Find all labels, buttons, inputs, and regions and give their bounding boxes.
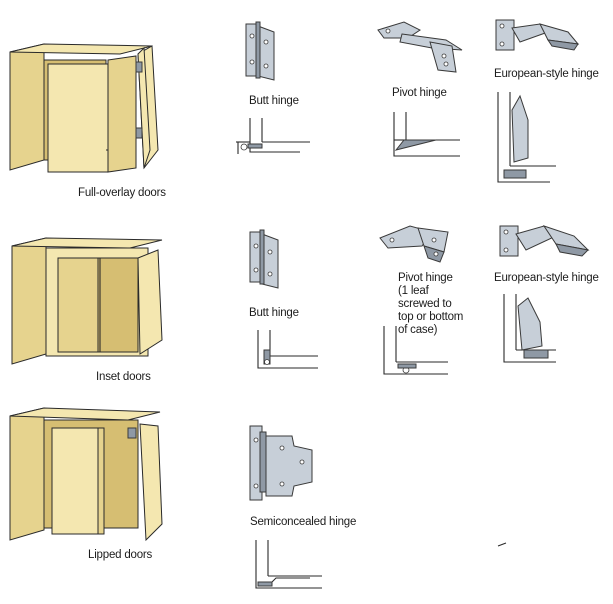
label-pivot-hinge-2: Pivot hinge (1 leaf screwed to top or bo… bbox=[398, 272, 480, 337]
cabinet-top bbox=[9, 407, 161, 421]
pivot-note-line: (1 leaf bbox=[398, 285, 429, 297]
pivot-hinge-section bbox=[393, 112, 460, 157]
label-butt-hinge-1: Butt hinge bbox=[249, 95, 299, 107]
european-hinge-section bbox=[497, 92, 556, 183]
semiconcealed-hinge-icon bbox=[249, 425, 313, 501]
inset-cabinet bbox=[11, 237, 163, 365]
butt-hinge-icon bbox=[249, 229, 279, 289]
hinge-bottom bbox=[135, 127, 143, 139]
left-door bbox=[47, 63, 109, 173]
butt-hinge-section bbox=[257, 330, 318, 369]
label-pivot-hinge-1: Pivot hinge bbox=[392, 87, 447, 99]
cabinet-side bbox=[9, 43, 45, 171]
pivot-hinge-icon bbox=[377, 21, 463, 73]
left-door bbox=[51, 427, 99, 535]
cabinet-side bbox=[9, 407, 45, 541]
stray-mark bbox=[497, 542, 507, 547]
label-butt-hinge-2: Butt hinge bbox=[249, 307, 299, 319]
full-overlay-cabinet bbox=[9, 43, 159, 173]
left-door bbox=[57, 257, 99, 353]
label-semiconcealed-hinge: Semiconcealed hinge bbox=[250, 516, 357, 528]
cabinet-front-edge bbox=[107, 55, 137, 173]
label-full-overlay-doors: Full-overlay doors bbox=[78, 187, 166, 199]
right-door-open bbox=[139, 423, 163, 542]
pivot-note-line: of case) bbox=[398, 324, 438, 336]
butt-hinge-section bbox=[236, 118, 310, 154]
label-lipped-doors: Lipped doors bbox=[88, 549, 153, 561]
pivot-note-line: screwed to bbox=[398, 298, 452, 310]
european-hinge-icon bbox=[495, 19, 580, 51]
pivot-note-line: top or bottom bbox=[398, 311, 464, 323]
european-hinge-icon bbox=[499, 225, 590, 257]
pivot-hinge-section bbox=[383, 326, 448, 375]
lipped-cabinet bbox=[9, 407, 163, 542]
label-european-hinge-2: European-style hinge bbox=[494, 272, 599, 284]
hinge-top bbox=[127, 427, 137, 439]
cabinet-top bbox=[11, 237, 163, 249]
label-european-hinge-1: European-style hinge bbox=[494, 68, 599, 80]
pivot-hinge-title: Pivot hinge bbox=[398, 272, 453, 284]
hinge-top bbox=[135, 61, 143, 73]
cabinet-side bbox=[11, 237, 47, 365]
european-hinge-section bbox=[503, 294, 556, 363]
right-door-open bbox=[137, 249, 163, 355]
butt-hinge-icon bbox=[245, 21, 275, 81]
cabinet-interior bbox=[97, 257, 139, 353]
label-inset-doors: Inset doors bbox=[96, 371, 151, 383]
cabinet-top bbox=[9, 43, 153, 55]
pivot-hinge-icon bbox=[379, 225, 449, 263]
semiconcealed-hinge-section bbox=[255, 540, 322, 589]
